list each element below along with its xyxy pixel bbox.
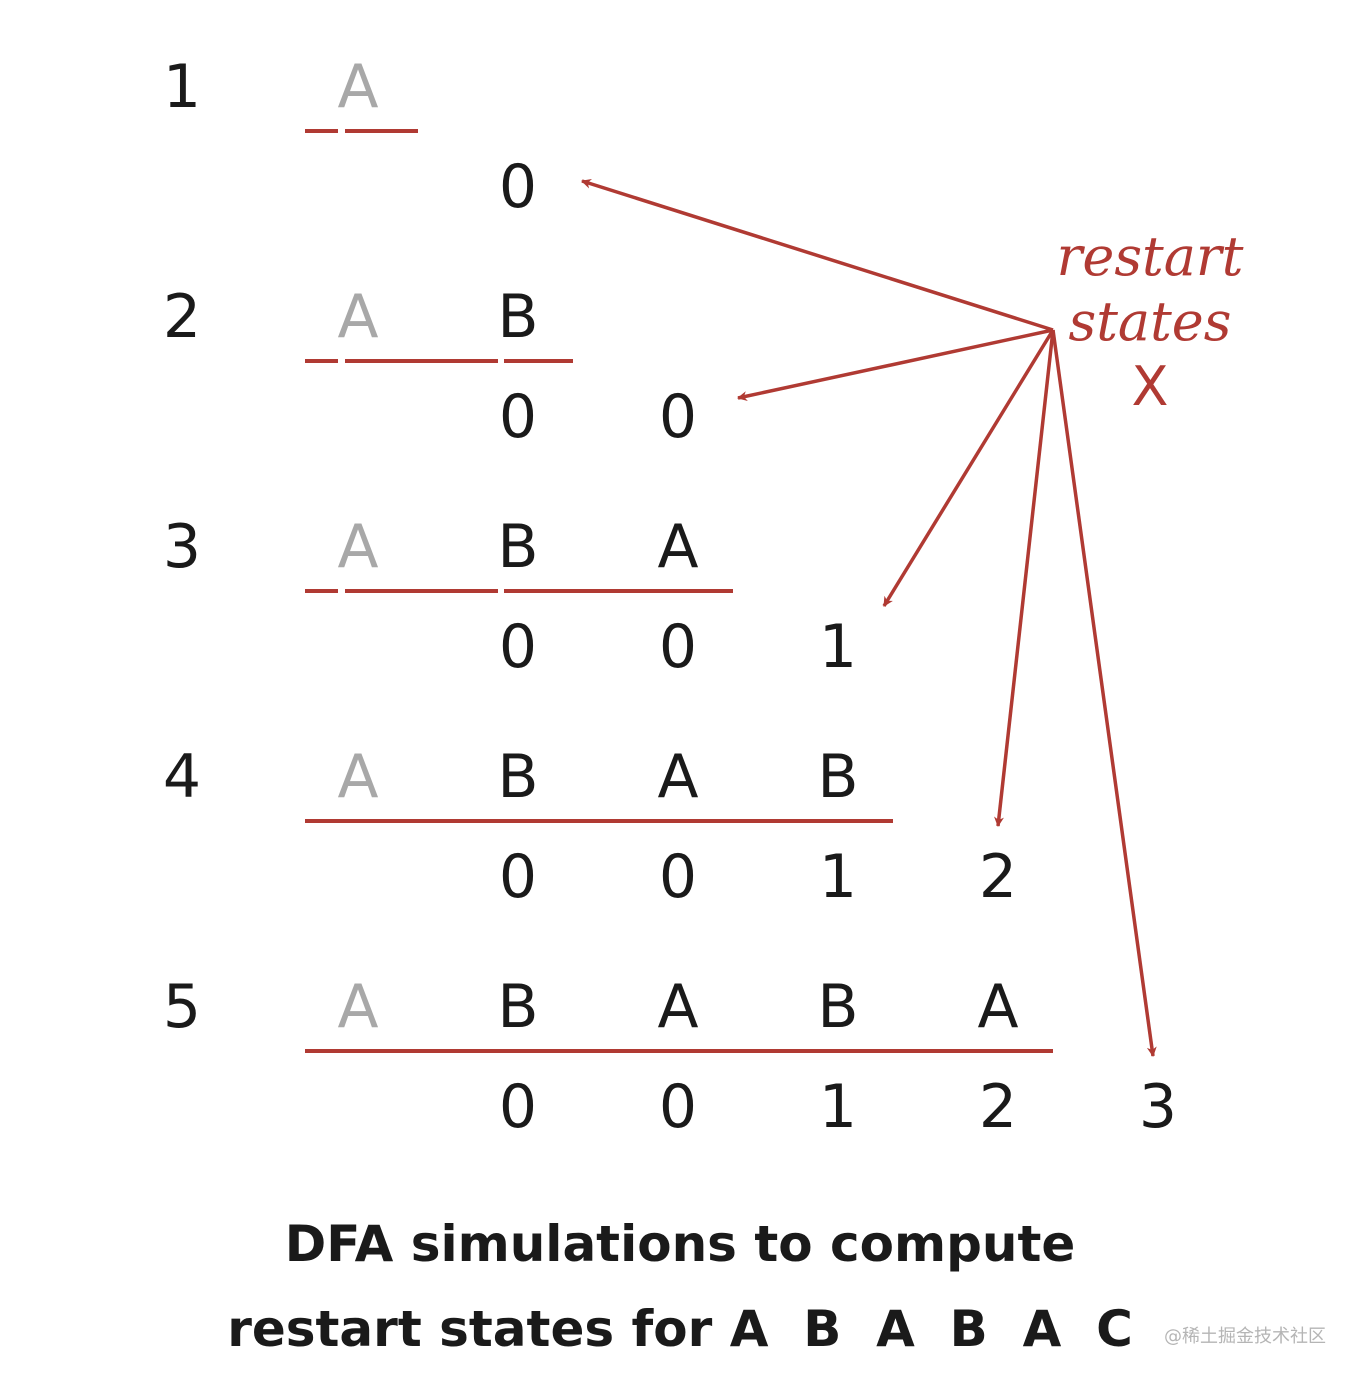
restart-arrow-4 (994, 329, 1055, 827)
state-value: 0 (659, 382, 697, 452)
state-value: 2 (979, 1072, 1017, 1142)
pattern-symbol: B (497, 282, 538, 352)
row-2: 2 A B 0 0 (163, 282, 697, 452)
state-value: 0 (659, 842, 697, 912)
restart-arrow-5 (1051, 329, 1157, 1057)
restart-arrow-1 (581, 178, 1054, 332)
row-3: 3 A B A 0 0 1 (163, 512, 857, 682)
state-value: 1 (819, 612, 857, 682)
state-value: 0 (499, 152, 537, 222)
pattern-symbol: A (977, 972, 1018, 1042)
state-value: 1 (819, 1072, 857, 1142)
restart-states-label: restart states X (1057, 225, 1244, 418)
pattern-symbol: A (337, 52, 378, 122)
pattern-symbol: B (497, 742, 538, 812)
watermark: @稀土掘金技术社区 (1164, 1326, 1326, 1347)
state-value: 3 (1139, 1072, 1177, 1142)
state-value: 0 (659, 612, 697, 682)
state-value: 0 (659, 1072, 697, 1142)
restart-label-line1: restart (1057, 225, 1244, 288)
state-value: 0 (499, 612, 537, 682)
row-number: 3 (163, 512, 201, 582)
state-value: 2 (979, 842, 1017, 912)
pattern-symbol: B (817, 742, 858, 812)
restart-label-x: X (1132, 355, 1169, 418)
pattern-symbol: B (497, 972, 538, 1042)
restart-arrows (581, 178, 1157, 1057)
pattern-symbol: A (337, 512, 378, 582)
pattern-symbol: A (337, 972, 378, 1042)
restart-arrow-3 (882, 329, 1055, 607)
caption-line2: restart states for A B A B A C (227, 1300, 1133, 1358)
pattern-symbol: A (657, 972, 698, 1042)
row-5: 5 A B A B A 0 0 1 2 3 (163, 972, 1177, 1142)
state-value: 1 (819, 842, 857, 912)
pattern-symbol: A (657, 512, 698, 582)
pattern-symbol: A (337, 742, 378, 812)
state-value: 0 (499, 842, 537, 912)
row-number: 5 (163, 972, 201, 1042)
caption-line1: DFA simulations to compute (284, 1215, 1076, 1273)
row-number: 1 (163, 52, 201, 122)
pattern-symbol: B (497, 512, 538, 582)
pattern-symbol: A (337, 282, 378, 352)
pattern-symbol: A (657, 742, 698, 812)
row-number: 4 (163, 742, 201, 812)
pattern-symbol: B (817, 972, 858, 1042)
state-value: 0 (499, 1072, 537, 1142)
restart-arrow-2 (737, 328, 1054, 401)
restart-label-line2: states (1069, 290, 1232, 353)
row-number: 2 (163, 282, 201, 352)
row-4: 4 A B A B 0 0 1 2 (163, 742, 1017, 912)
state-value: 0 (499, 382, 537, 452)
row-1: 1 A 0 (163, 52, 537, 222)
